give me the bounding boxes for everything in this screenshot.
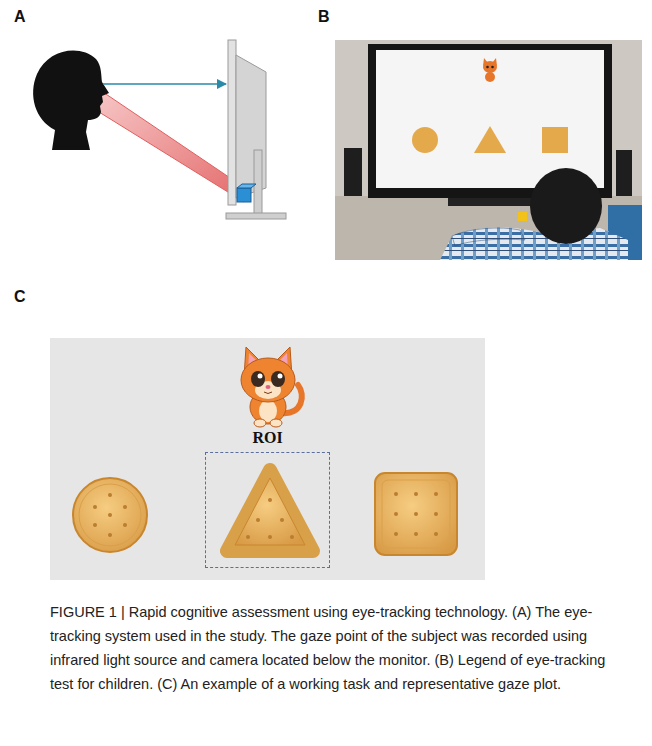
yellow-cube [518, 212, 527, 221]
camera [237, 188, 251, 202]
screen-cat [483, 58, 497, 82]
round-biscuit [93, 505, 97, 509]
square-biscuit [375, 473, 457, 555]
square-biscuit [414, 512, 418, 516]
panel-label: C [14, 288, 26, 306]
cat-figure [270, 419, 282, 427]
round-biscuit [73, 478, 147, 552]
triangle-biscuit [256, 518, 260, 522]
round-biscuit [123, 523, 127, 527]
screen-triangle [474, 126, 506, 153]
cat-figure [258, 374, 263, 379]
triangle-biscuit [246, 498, 294, 539]
round-biscuit [73, 478, 147, 552]
cat-figure [266, 385, 271, 389]
screen-circle [412, 127, 438, 153]
round-biscuit [93, 493, 127, 537]
square-biscuit [382, 480, 450, 548]
figure-caption: FIGURE 1 | Rapid cognitive assessment us… [50, 600, 630, 696]
square-biscuit [434, 532, 438, 536]
gaze-arrow [103, 83, 226, 85]
test-photo [335, 40, 642, 260]
cat-figure [241, 358, 295, 402]
round-biscuit [108, 513, 112, 517]
photo-screen [376, 50, 604, 188]
roi-box: ROI [200, 428, 335, 568]
screen-cat [491, 66, 494, 69]
triangle-biscuit [290, 535, 294, 539]
eye-tracking-setup [33, 40, 286, 219]
square-biscuit [394, 512, 398, 516]
panel-label: B [318, 8, 330, 26]
monitor-bezel [228, 40, 236, 205]
round-biscuit [108, 493, 112, 497]
square-biscuit [414, 532, 418, 536]
triangle-biscuit [268, 535, 272, 539]
round-biscuit [123, 505, 127, 509]
infrared-beam [94, 86, 248, 202]
screen-cat [485, 72, 495, 82]
panel-label: A [14, 8, 26, 26]
triangle-biscuit [268, 498, 272, 502]
screen-square [542, 127, 568, 153]
child-head-silhouette [33, 51, 109, 150]
task-panel [50, 338, 485, 580]
speaker [344, 148, 362, 196]
round-biscuit [108, 533, 112, 537]
triangle-biscuit [280, 518, 284, 522]
square-biscuit [434, 512, 438, 516]
square-biscuit [394, 492, 438, 536]
monitor-stand [254, 150, 262, 214]
cat-figure [254, 419, 266, 427]
triangle-biscuit [235, 478, 305, 545]
cat-figure [278, 374, 283, 379]
cat-figure [264, 392, 272, 394]
screen-cat [483, 61, 497, 73]
square-biscuit [375, 473, 457, 555]
roi-frame [205, 452, 330, 568]
triangle-biscuit [227, 470, 313, 551]
child-shirt [440, 228, 628, 261]
triangle-biscuit [227, 470, 313, 551]
tracker-bar [448, 198, 540, 206]
square-biscuit [434, 492, 438, 496]
square-biscuit [414, 492, 418, 496]
child-arm [452, 228, 525, 246]
square-biscuit [394, 492, 398, 496]
triangle-biscuit [246, 535, 250, 539]
cat-figure [241, 347, 302, 427]
roi-label: ROI [200, 428, 335, 448]
cat-figure [271, 371, 285, 387]
photo-wall [335, 40, 642, 260]
cat-figure [251, 371, 265, 387]
monitor-base [226, 213, 286, 219]
round-biscuit [93, 523, 97, 527]
speaker [616, 150, 632, 196]
camera-top [237, 184, 256, 188]
screen-cat [486, 66, 489, 69]
square-biscuit [394, 532, 398, 536]
round-biscuit [79, 484, 141, 546]
child-hair [530, 168, 602, 244]
